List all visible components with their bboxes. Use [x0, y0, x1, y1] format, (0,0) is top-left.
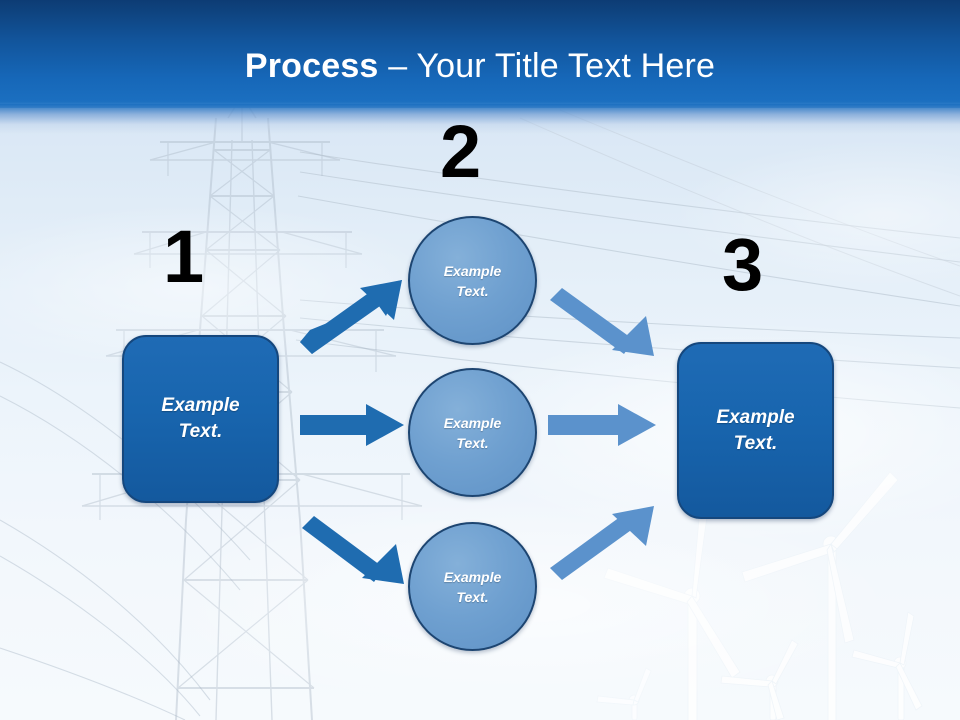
arrow-bottom-circle-to-output: [550, 506, 654, 580]
step-number-2: 2: [440, 110, 482, 193]
process-circle-bottom-label-line2: Text.: [456, 588, 489, 605]
page-title-rest: – Your Title Text Here: [378, 47, 716, 85]
process-circle-top-label-line2: Text.: [456, 282, 489, 299]
arrow-input-to-middle-circle: [300, 404, 404, 446]
process-input-box-label-line1: Example: [161, 395, 240, 416]
process-circle-bottom-label-line1: Example: [443, 568, 502, 585]
arrow-middle-circle-to-output: [548, 404, 656, 446]
step-number-1: 1: [163, 215, 205, 298]
title-bar: [0, 0, 960, 108]
process-circle-middle-label-line2: Text.: [456, 434, 489, 451]
page-title: Process – Your Title Text Here: [0, 46, 960, 86]
process-circle-top-label-line1: Example: [443, 262, 502, 279]
arrow-input-to-top-circle: [300, 280, 402, 354]
process-circle-middle-label-line1: Example: [443, 414, 502, 431]
title-bar-fade: [0, 104, 960, 134]
process-output-box-label-line2: Text.: [733, 432, 778, 454]
page-title-bold: Process: [244, 47, 379, 85]
step-number-3: 3: [722, 223, 764, 306]
process-output-box-label-line1: Example: [716, 406, 795, 428]
arrow-top-circle-to-output: [550, 288, 654, 356]
arrow-input-to-bottom-circle: [302, 516, 404, 584]
process-input-box-label-line2: Text.: [178, 421, 223, 442]
